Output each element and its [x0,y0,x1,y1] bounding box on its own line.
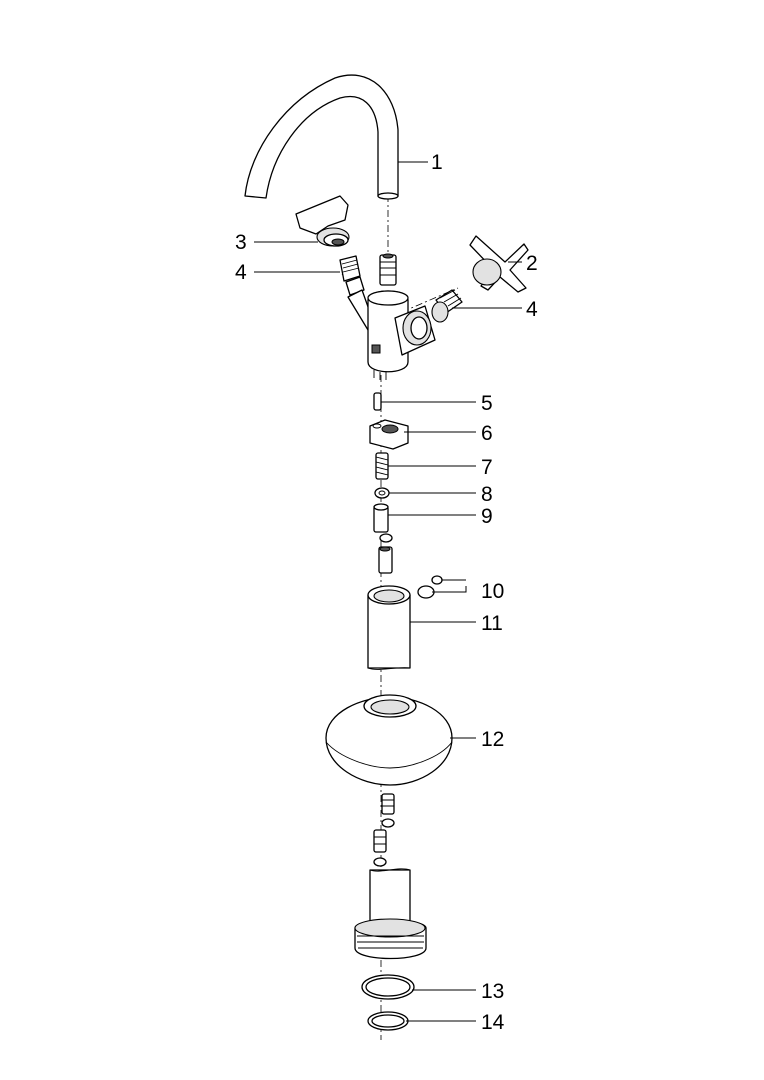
part-connector-small [378,533,393,574]
part-valve-body [347,289,436,380]
callout-11: 11 [481,612,503,635]
part-diverter-block [369,419,409,450]
callout-13: 13 [481,980,504,1003]
callout-14: 14 [481,1011,505,1034]
part-mounting-shank [354,868,427,960]
callout-5: 5 [481,392,493,415]
part-sleeve [373,503,389,533]
callout-2: 2 [526,252,538,275]
part-seal-ring-large [361,974,415,1000]
part-spring [375,452,389,480]
callout-leaders [254,161,522,1022]
callout-6: 6 [481,422,493,445]
part-left-handle [295,195,350,247]
part-left-cartridge [339,255,365,296]
part-right-handle [469,235,529,293]
part-body-top-connector [379,253,397,286]
part-lower-fittings [373,793,395,867]
callout-8: 8 [481,483,493,506]
part-pin [373,392,382,411]
part-right-cartridge [431,289,463,323]
callout-9: 9 [481,505,493,528]
callout-10: 10 [481,580,504,603]
part-washer [374,487,390,499]
callout-3: 3 [235,231,247,254]
part-base-flange [325,694,453,786]
callout-4-right: 4 [526,298,538,321]
part-seal-ring-small [367,1011,409,1031]
part-spout [244,74,399,200]
callout-7: 7 [481,456,493,479]
callout-12: 12 [481,728,504,751]
callout-1: 1 [431,151,443,174]
part-column-tube [367,585,411,670]
callout-4-left: 4 [235,261,247,284]
part-set-screw [417,575,443,599]
